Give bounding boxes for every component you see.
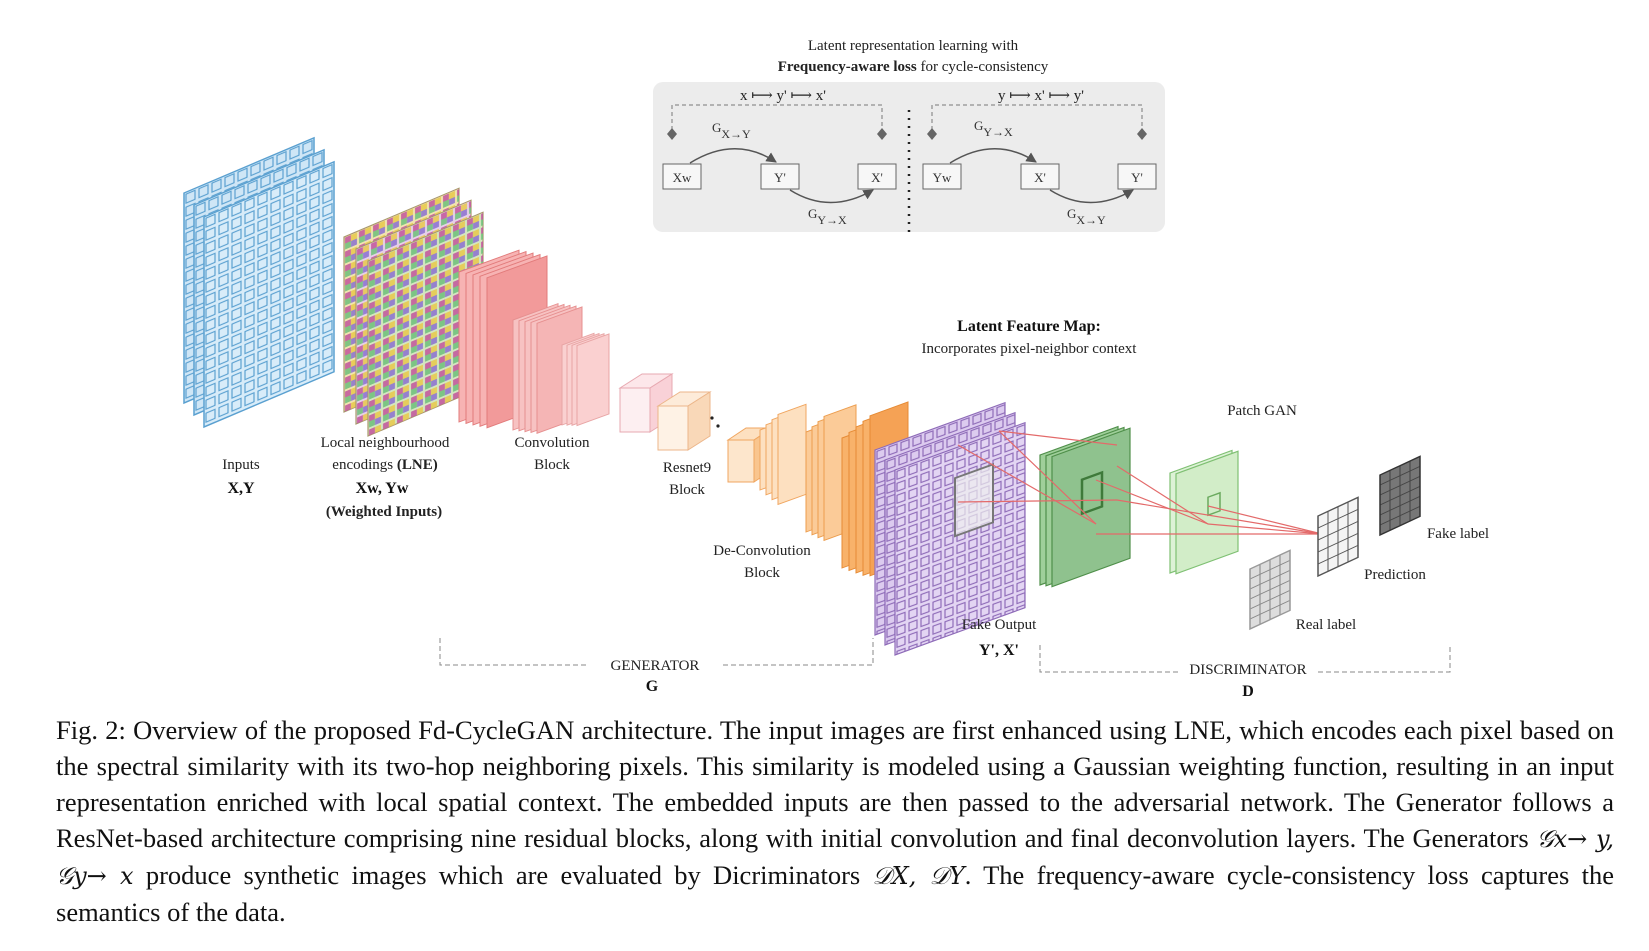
panel-title-bold: Frequency-aware loss <box>778 59 917 75</box>
right-diamond-b <box>1137 128 1147 140</box>
gen-label-right-top: GY→X <box>974 118 1013 139</box>
panel-background <box>653 82 1165 232</box>
cycle-consistency-panel: Latent representation learning with Freq… <box>653 38 1165 232</box>
box-x-prime <box>857 163 897 190</box>
projection-lines <box>957 430 1323 535</box>
lne-stack <box>343 187 484 437</box>
left-mapping: x ⟼ y' ⟼ x' <box>740 88 826 104</box>
box-xw-label: Xw <box>673 170 692 185</box>
label-conv-2: Block <box>534 457 570 473</box>
arrow-g-xy <box>689 148 777 164</box>
label-fake-output-yx: Y', X' <box>979 642 1019 659</box>
label-real-label: Real label <box>1296 617 1356 633</box>
label-inputs: Inputs <box>222 457 260 473</box>
label-lne-weighted: (Weighted Inputs) <box>326 504 442 520</box>
label-deconv-1: De-Convolution <box>713 543 811 559</box>
label-conv-1: Convolution <box>514 435 590 451</box>
left-dashed-bracket <box>671 104 883 130</box>
label-discriminator: DISCRIMINATOR <box>1189 662 1306 678</box>
label-resnet-1: Resnet9 <box>663 460 711 476</box>
caption-part1: Fig. 2: Overview of the proposed Fd-Cycl… <box>56 715 1614 853</box>
discriminator-green-stack <box>1039 425 1131 588</box>
caption-math-discriminators: 𝒟X, 𝒟Y <box>872 862 965 890</box>
caption-part3: . The frequency-aware cycle-consistency … <box>56 860 1614 927</box>
caption-part2: produce synthetic images which are evalu… <box>133 860 873 890</box>
caption-math-generators: 𝒢x→ y, 𝒢y→ x <box>56 825 1614 890</box>
patch-gan-layer <box>1169 449 1239 575</box>
figure-caption: Fig. 2: Overview of the proposed Fd-Cycl… <box>56 712 1614 930</box>
gen-label-left-top: GX→Y <box>712 120 751 141</box>
architecture-diagram: Latent representation learning with Freq… <box>183 38 1489 700</box>
prediction-grid <box>1317 496 1359 578</box>
right-dashed-bracket <box>931 104 1143 130</box>
label-lne-1: Local neighbourhood <box>321 435 450 451</box>
fake-label-grid <box>1379 455 1421 537</box>
label-patch-gan: Patch GAN <box>1227 403 1297 419</box>
inputs-stack <box>183 136 335 429</box>
arrow-g-yx-2 <box>949 148 1037 164</box>
label-generator-g: G <box>646 678 659 695</box>
label-discriminator-d: D <box>1242 683 1254 700</box>
label-inputs-xy: X,Y <box>227 480 255 497</box>
label-fake-output: Fake Output <box>962 617 1037 633</box>
generator-bracket <box>439 638 874 666</box>
real-label-grid <box>1249 549 1291 631</box>
box-yw-label: Yw <box>933 170 952 185</box>
panel-title-line2: Frequency-aware loss for cycle-consisten… <box>778 59 1049 75</box>
gen-label-left-bottom: GY→X <box>808 206 847 227</box>
label-latent-title: Latent Feature Map: <box>957 318 1101 335</box>
panel-title-line1: Latent representation learning with <box>808 38 1019 54</box>
label-lne-xw-yw: Xw, Yw <box>356 480 409 497</box>
fake-output-stack <box>874 401 1026 656</box>
gen-label-right-bottom: GX→Y <box>1067 206 1106 227</box>
left-diamond-b <box>877 128 887 140</box>
box-y-prime-2 <box>1117 163 1157 190</box>
label-fake-label: Fake label <box>1427 526 1489 542</box>
arrow-g-yx <box>789 189 874 204</box>
label-lne-2: encodings (LNE) <box>332 457 437 473</box>
label-resnet-2: Block <box>669 482 705 498</box>
label-prediction: Prediction <box>1364 567 1426 583</box>
box-x-prime-2 <box>1020 163 1060 190</box>
box-xw <box>662 163 702 190</box>
box-x-prime-label: X' <box>871 170 883 185</box>
right-mapping: y ⟼ x' ⟼ y' <box>998 88 1084 104</box>
label-deconv-2: Block <box>744 565 780 581</box>
discriminator-bracket <box>1039 645 1451 673</box>
right-diamond-a <box>927 128 937 140</box>
label-generator: GENERATOR <box>611 658 700 674</box>
label-latent-sub: Incorporates pixel-neighbor context <box>922 341 1138 357</box>
panel-title-rest: for cycle-consistency <box>917 59 1049 75</box>
box-y-prime <box>760 163 800 190</box>
arrow-g-xy-2 <box>1049 189 1134 204</box>
box-x-prime-2-label: X' <box>1034 170 1046 185</box>
conv-block <box>458 249 610 434</box>
box-y-prime-label: Y' <box>774 170 786 185</box>
box-y-prime-2-label: Y' <box>1131 170 1143 185</box>
box-yw <box>922 163 962 190</box>
left-diamond-a <box>667 128 677 140</box>
resnet-block <box>618 373 720 451</box>
